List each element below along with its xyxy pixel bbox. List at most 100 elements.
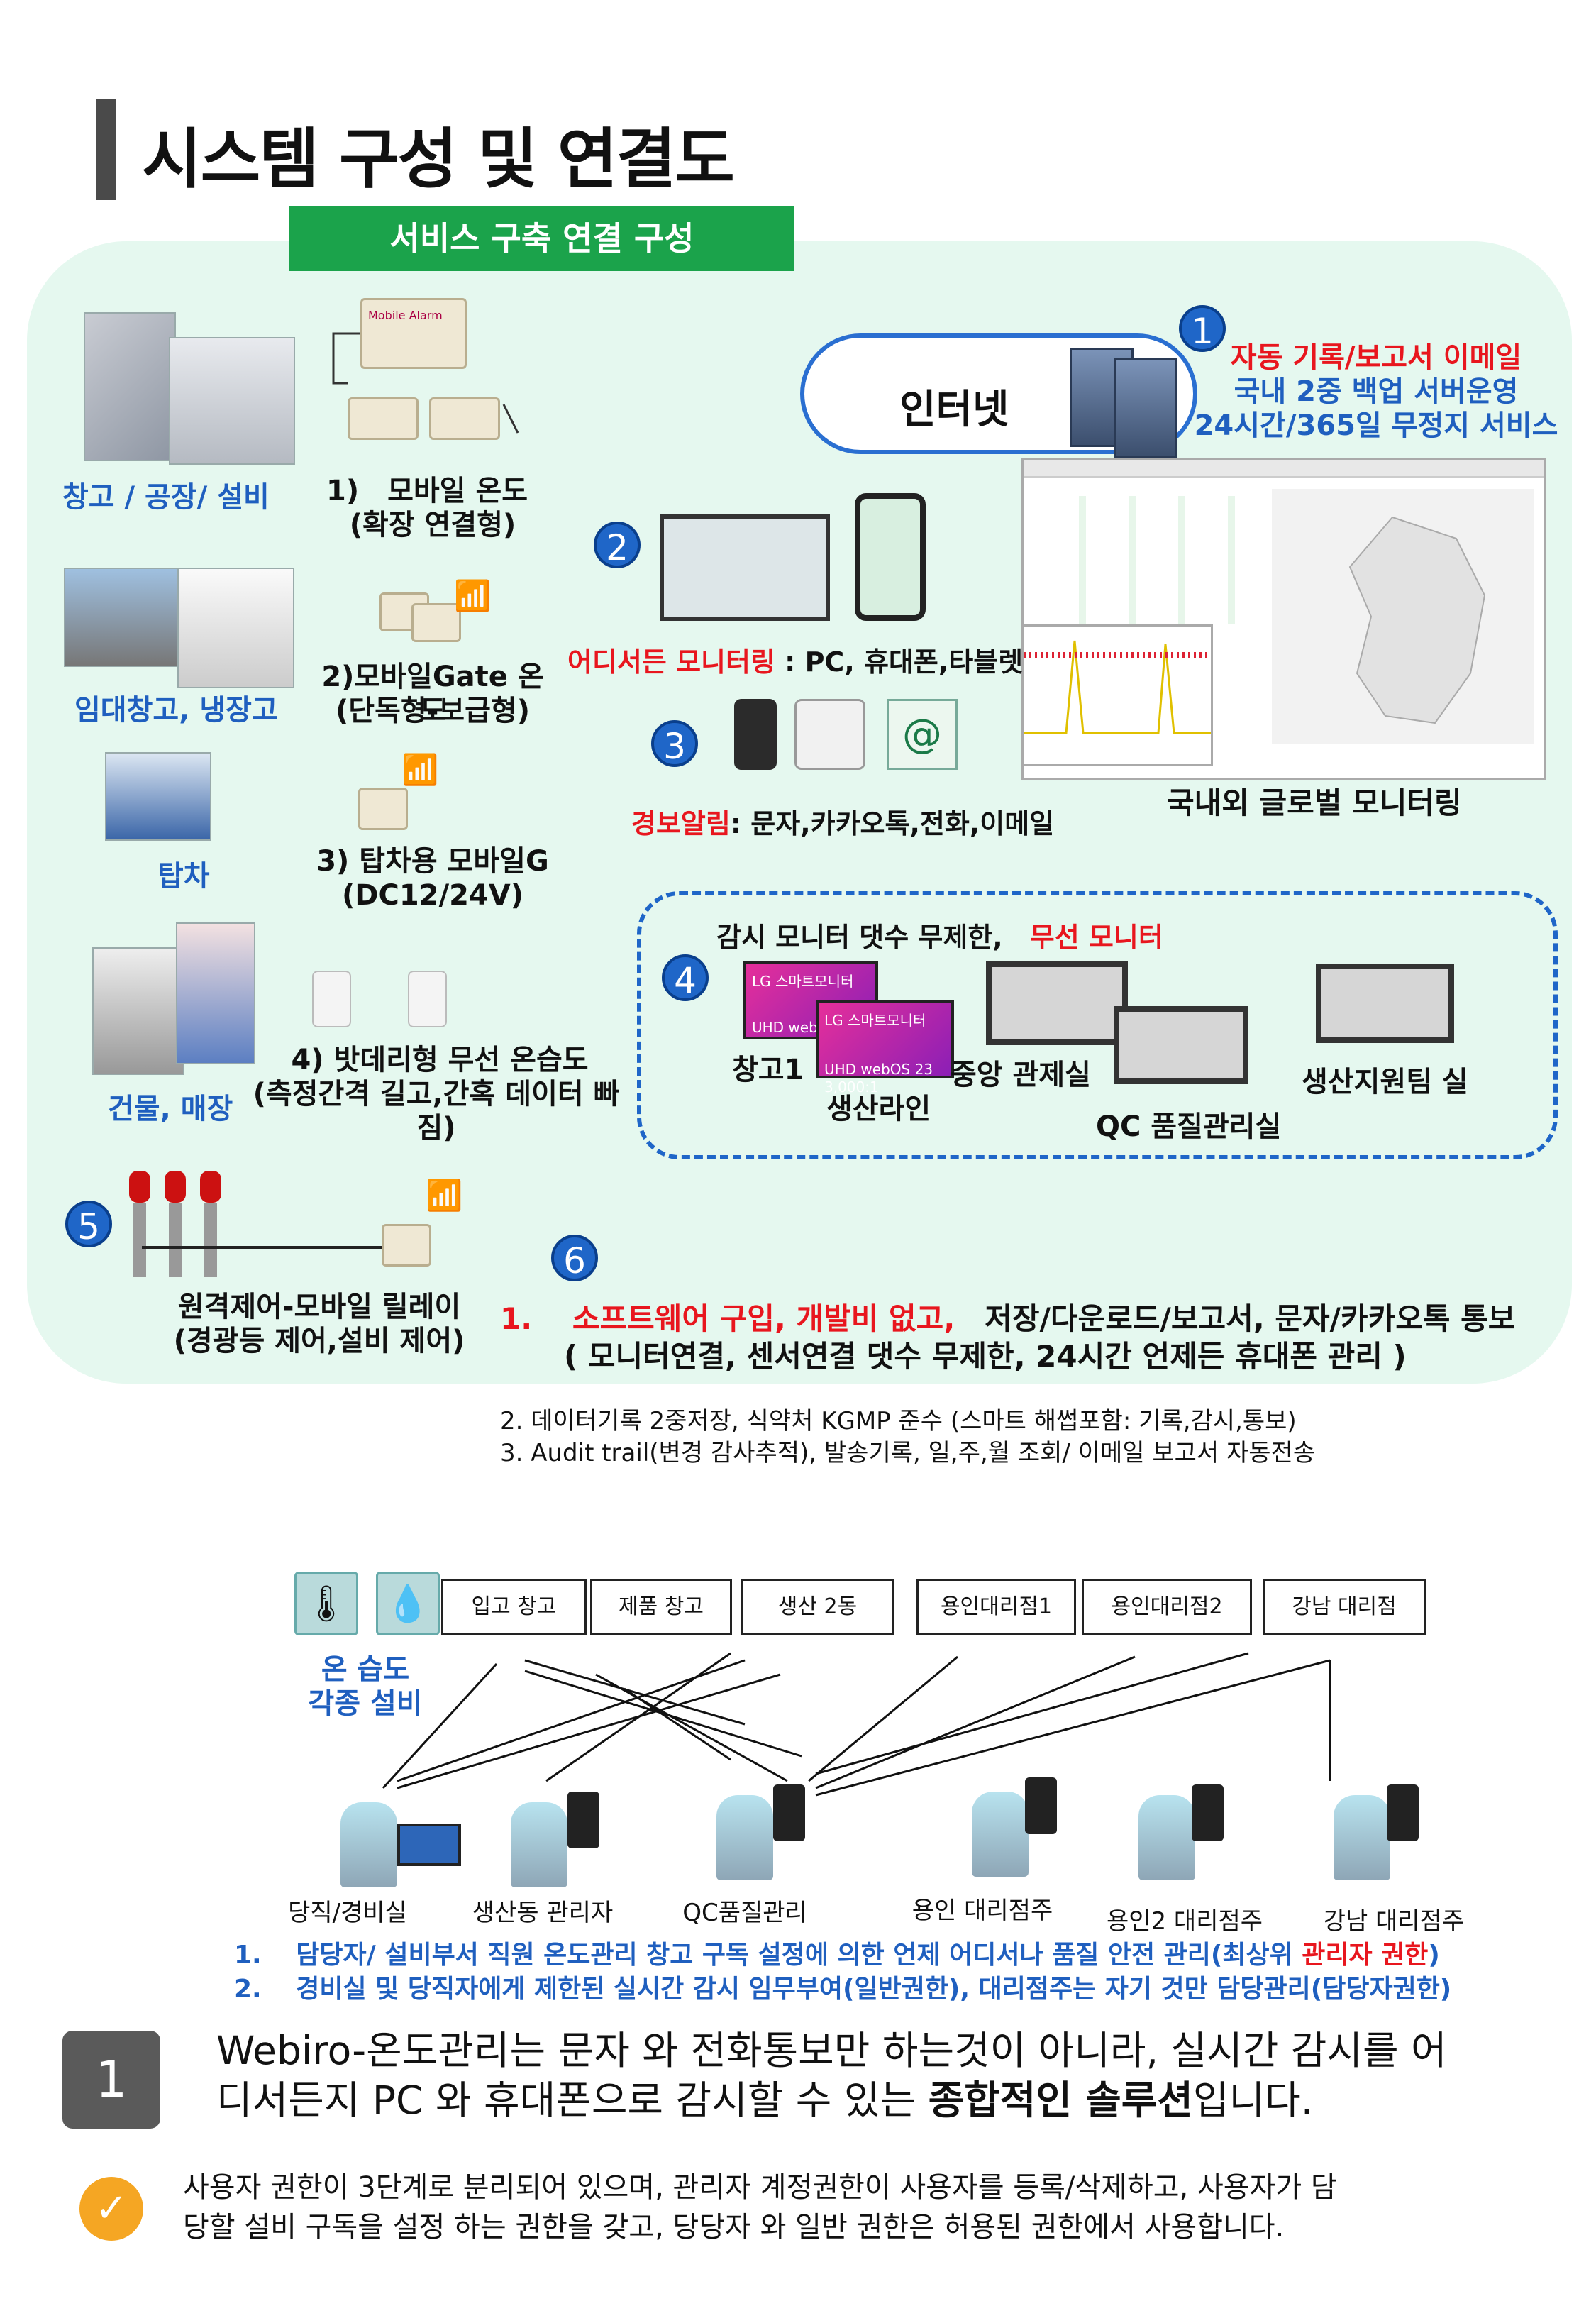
trend-graph <box>1021 624 1213 766</box>
lg-monitor-sub: UHD webOS 23 3,000:1 <box>824 1058 946 1096</box>
thermometer-icon: 🌡 <box>294 1572 358 1635</box>
user-icon <box>511 1802 567 1887</box>
lg-monitor-title: LG 스마트모니터 <box>824 1012 926 1029</box>
location-box[interactable]: 제품 창고 <box>590 1579 732 1635</box>
six-num: 1. <box>500 1301 533 1336</box>
map-panel <box>1272 489 1534 744</box>
laptop-icon <box>397 1824 461 1866</box>
fridge-photo <box>177 568 294 688</box>
location-box[interactable]: 용인대리점2 <box>1082 1579 1252 1635</box>
monitor-label-4: QC 품질관리실 <box>1096 1110 1282 1143</box>
summary-text: Webiro-온도관리는 문자 와 전화통보만 하는것이 아니라, 실시간 감시… <box>216 2026 1564 2125</box>
item3-line2: (DC12/24V) <box>341 879 523 912</box>
rental-warehouse-photo <box>64 568 184 667</box>
alarm-line: 경보알림: 문자,카카오톡,전화,이메일 <box>631 802 1054 841</box>
item4-line1: 4) 밧데리형 무선 온습도 <box>291 1044 589 1076</box>
smartphone-icon <box>855 493 926 621</box>
monitor-group-box <box>637 891 1558 1159</box>
role-label: 용인2 대리점주 <box>1106 1907 1263 1936</box>
sensor-label-2: 각종 설비 <box>308 1687 423 1720</box>
pc-monitor <box>660 514 830 621</box>
item1-line1: 1) 모바일 온도 <box>326 475 528 507</box>
equipment-photo <box>169 337 295 465</box>
summary-line-2: 디서든지 PC 와 휴대폰으로 감시할 수 있는 종합적인 솔루션입니다. <box>216 2075 1564 2125</box>
user-icon <box>1138 1795 1195 1880</box>
six-red: 소프트웨어 구입, 개발비 없고, <box>572 1301 955 1336</box>
truck-photo <box>105 752 211 841</box>
monitor-head-red: 무선 모니터 <box>1029 922 1163 953</box>
item5-line1: 원격제어-모바일 릴레이 <box>177 1291 461 1323</box>
monitor-label-3: 중앙 관제실 <box>951 1059 1091 1091</box>
perm-note-1-end: ) <box>1428 1941 1440 1970</box>
building-label: 건물, 매장 <box>108 1093 233 1125</box>
warehouse-photo <box>84 312 176 461</box>
monitoring-red: 어디서든 모니터링 <box>567 646 775 678</box>
monitor-label-2: 생산라인 <box>826 1093 931 1125</box>
korea-map <box>1348 516 1486 724</box>
service1-line3: 24시간/365일 무정지 서비스 <box>1194 409 1558 442</box>
truck-label: 탑차 <box>157 860 210 893</box>
wifi-icon: 📶 <box>401 752 439 787</box>
signal-tower-diagram <box>129 1171 383 1277</box>
perm-note-1: 1. 담당자/ 설비부서 직원 온도관리 창고 구독 설정에 의한 언제 어디서… <box>234 1934 1440 1971</box>
item2-line2: (단독형-보급형) <box>336 695 530 727</box>
item1-line2: (확장 연결형) <box>349 509 516 541</box>
step-3-badge: 3 <box>651 720 698 767</box>
role-label: 강남 대리점주 <box>1323 1907 1465 1936</box>
six-line3: 2. 데이터기록 2중저장, 식약처 KGMP 준수 (스마트 해썹포함: 기록… <box>500 1407 1297 1435</box>
mobile-alarm-device: Mobile Alarm <box>360 298 467 369</box>
item4-line2: (측정간격 길고,간혹 데이터 빠짐) <box>253 1078 620 1144</box>
six-line4: 3. Audit trail(변경 감사추적), 발송기록, 일,주,월 조회/… <box>500 1439 1316 1467</box>
user-icon <box>1334 1795 1390 1880</box>
role-label: 당직/경비실 <box>288 1899 407 1927</box>
location-box[interactable]: 용인대리점1 <box>916 1579 1076 1635</box>
phone-icon <box>773 1784 805 1841</box>
step-5-badge: 5 <box>65 1201 112 1247</box>
location-box[interactable]: 강남 대리점 <box>1263 1579 1426 1635</box>
step-2-badge: 2 <box>594 522 641 568</box>
user-icon <box>716 1795 773 1880</box>
gate-sensor-2 <box>411 603 461 642</box>
item2-line1: 2)모바일Gate 온도 <box>321 661 544 727</box>
warehouse-label: 창고 / 공장/ 설비 <box>62 481 270 514</box>
ext-sensor-1 <box>348 397 419 440</box>
page-title: 시스템 구성 및 연결도 <box>142 121 735 197</box>
summary-line-1: Webiro-온도관리는 문자 와 전화통보만 하는것이 아니라, 실시간 감시… <box>216 2028 1447 2073</box>
location-box[interactable]: 생산 2동 <box>741 1579 894 1635</box>
summary-line-2b: 종합적인 솔루션 <box>928 2078 1193 2123</box>
step-1-badge: 1 <box>1179 305 1226 352</box>
browser-bar <box>1024 460 1544 478</box>
location-box[interactable]: 입고 창고 <box>441 1579 587 1635</box>
lg-monitor-title: LG 스마트모니터 <box>752 973 854 990</box>
phone-icon <box>1025 1777 1057 1834</box>
service-tab: 서비스 구축 연결 구성 <box>289 206 794 271</box>
item5-line2: (경광등 제어,설비 제어) <box>173 1325 465 1357</box>
summary-line-2c: 입니다. <box>1192 2078 1314 2123</box>
check-icon: ✓ <box>79 2177 143 2241</box>
internet-label: 인터넷 <box>899 387 1009 433</box>
lg-monitor-2: LG 스마트모니터 UHD webOS 23 3,000:1 <box>816 1000 954 1096</box>
footer-text: 사용자 권한이 3단계로 분리되어 있으며, 관리자 계정권한이 사용자를 등록… <box>183 2168 1566 2247</box>
sms-phone-icon <box>734 699 777 770</box>
server-icon <box>1114 358 1177 458</box>
summary-line-2a: 디서든지 PC 와 휴대폰으로 감시할 수 있는 <box>216 2078 929 2123</box>
user-icon <box>340 1802 397 1887</box>
monitor-head-black: 감시 모니터 댓수 무제한, <box>716 922 1003 953</box>
humidity-icon: 💧 <box>376 1572 440 1635</box>
mobile-alarm-label: Mobile Alarm <box>368 309 443 322</box>
monitor-label-1: 창고1 <box>732 1054 804 1086</box>
perm-note-1-num: 1. <box>234 1941 262 1970</box>
step-4-badge: 4 <box>662 954 709 1001</box>
role-label: 용인 대리점주 <box>911 1897 1053 1925</box>
truck-sensor <box>358 788 408 830</box>
battery-sensor-2 <box>408 971 447 1027</box>
store-photo <box>92 947 184 1075</box>
monitor-headline: 감시 모니터 댓수 무제한, 무선 모니터 <box>716 915 1163 954</box>
perm-note-2-text: 경비실 및 당직자에게 제한된 실시간 감시 임무부여(일반권한), 대리점주는… <box>296 1975 1452 2004</box>
footer-line-1: 사용자 권한이 3단계로 분리되어 있으며, 관리자 계정권한이 사용자를 등록… <box>183 2171 1337 2204</box>
alarm-red: 경보알림 <box>631 808 731 839</box>
user-icon <box>972 1792 1029 1877</box>
lg-monitor-os: UHD webOS 23 <box>824 1061 933 1078</box>
tv-central <box>986 961 1128 1045</box>
trend-chart <box>1024 640 1211 734</box>
